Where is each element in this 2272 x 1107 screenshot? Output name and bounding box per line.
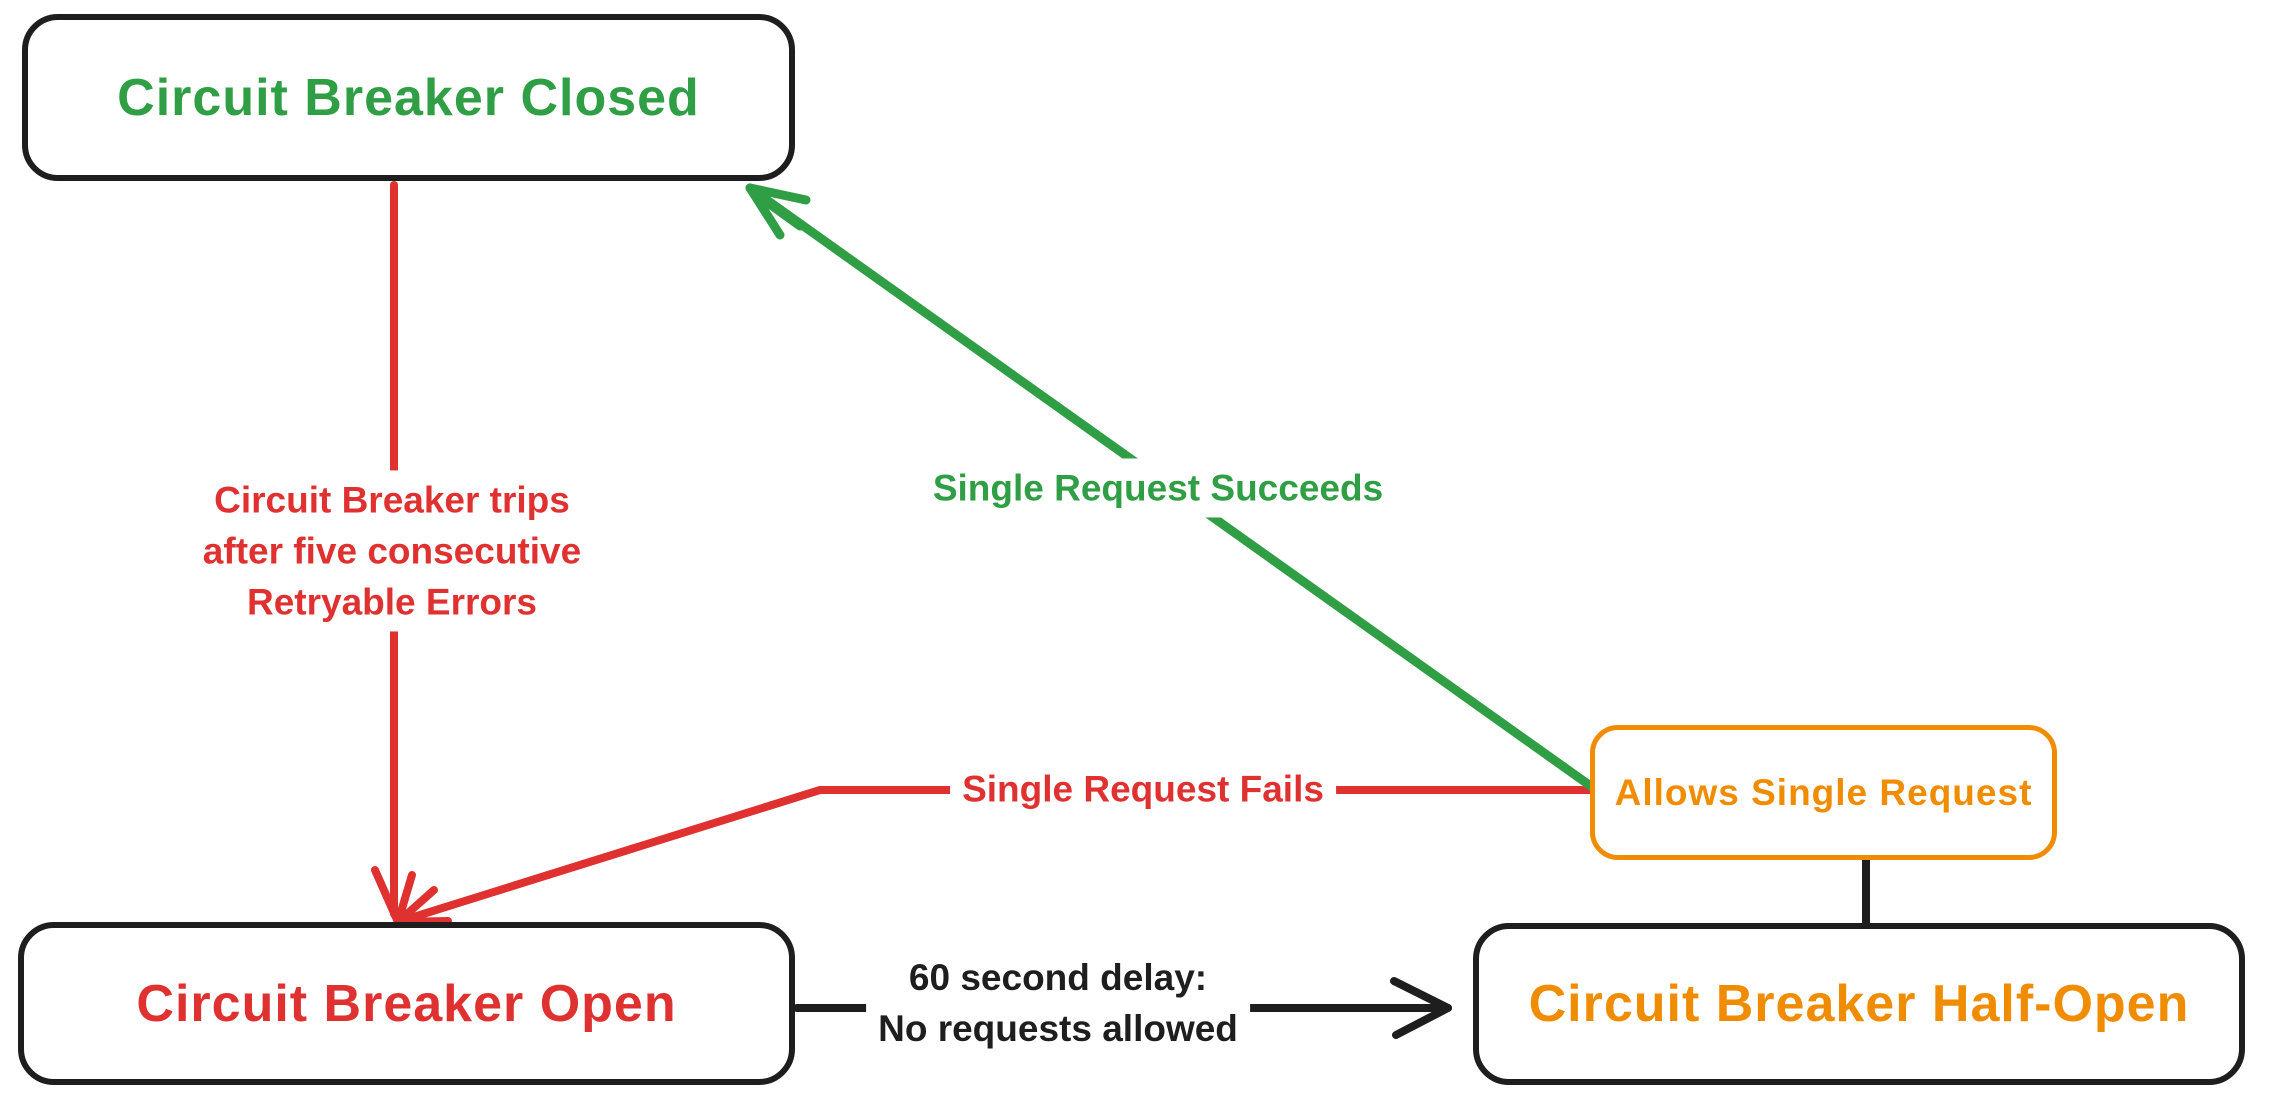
edge-label-succeeds: Single Request Succeeds <box>920 458 1396 518</box>
edge-label-line: Single Request Succeeds <box>932 467 1384 509</box>
state-circuit-breaker-closed: Circuit Breaker Closed <box>22 14 795 181</box>
state-label: Circuit Breaker Half-Open <box>1528 975 2190 1033</box>
state-circuit-breaker-half-open: Circuit Breaker Half-Open <box>1473 923 2245 1085</box>
edge-label-line: Circuit Breaker trips <box>214 479 570 521</box>
state-circuit-breaker-open: Circuit Breaker Open <box>18 922 795 1085</box>
edge-label-trips: Circuit Breaker trips after five consecu… <box>190 470 594 632</box>
state-label: Circuit Breaker Closed <box>117 68 700 127</box>
edge-label-delay: 60 second delay: No requests allowed <box>866 947 1250 1059</box>
edge-label-line: Single Request Fails <box>962 768 1324 810</box>
arrowhead-green <box>745 183 811 240</box>
edge-label-line: No requests allowed <box>878 1008 1238 1049</box>
edge-label-line: 60 second delay: <box>908 956 1208 998</box>
state-allows-single-request: Allows Single Request <box>1590 725 2057 860</box>
state-label: Allows Single Request <box>1614 771 2033 813</box>
state-label: Circuit Breaker Open <box>136 974 677 1033</box>
edge-label-fails: Single Request Fails <box>950 759 1336 819</box>
arrowhead-red-fan <box>371 866 452 926</box>
arrowhead-black <box>1390 977 1452 1039</box>
edge-label-line: Retryable Errors <box>247 581 537 623</box>
edge-label-line: after five consecutive <box>202 530 582 572</box>
